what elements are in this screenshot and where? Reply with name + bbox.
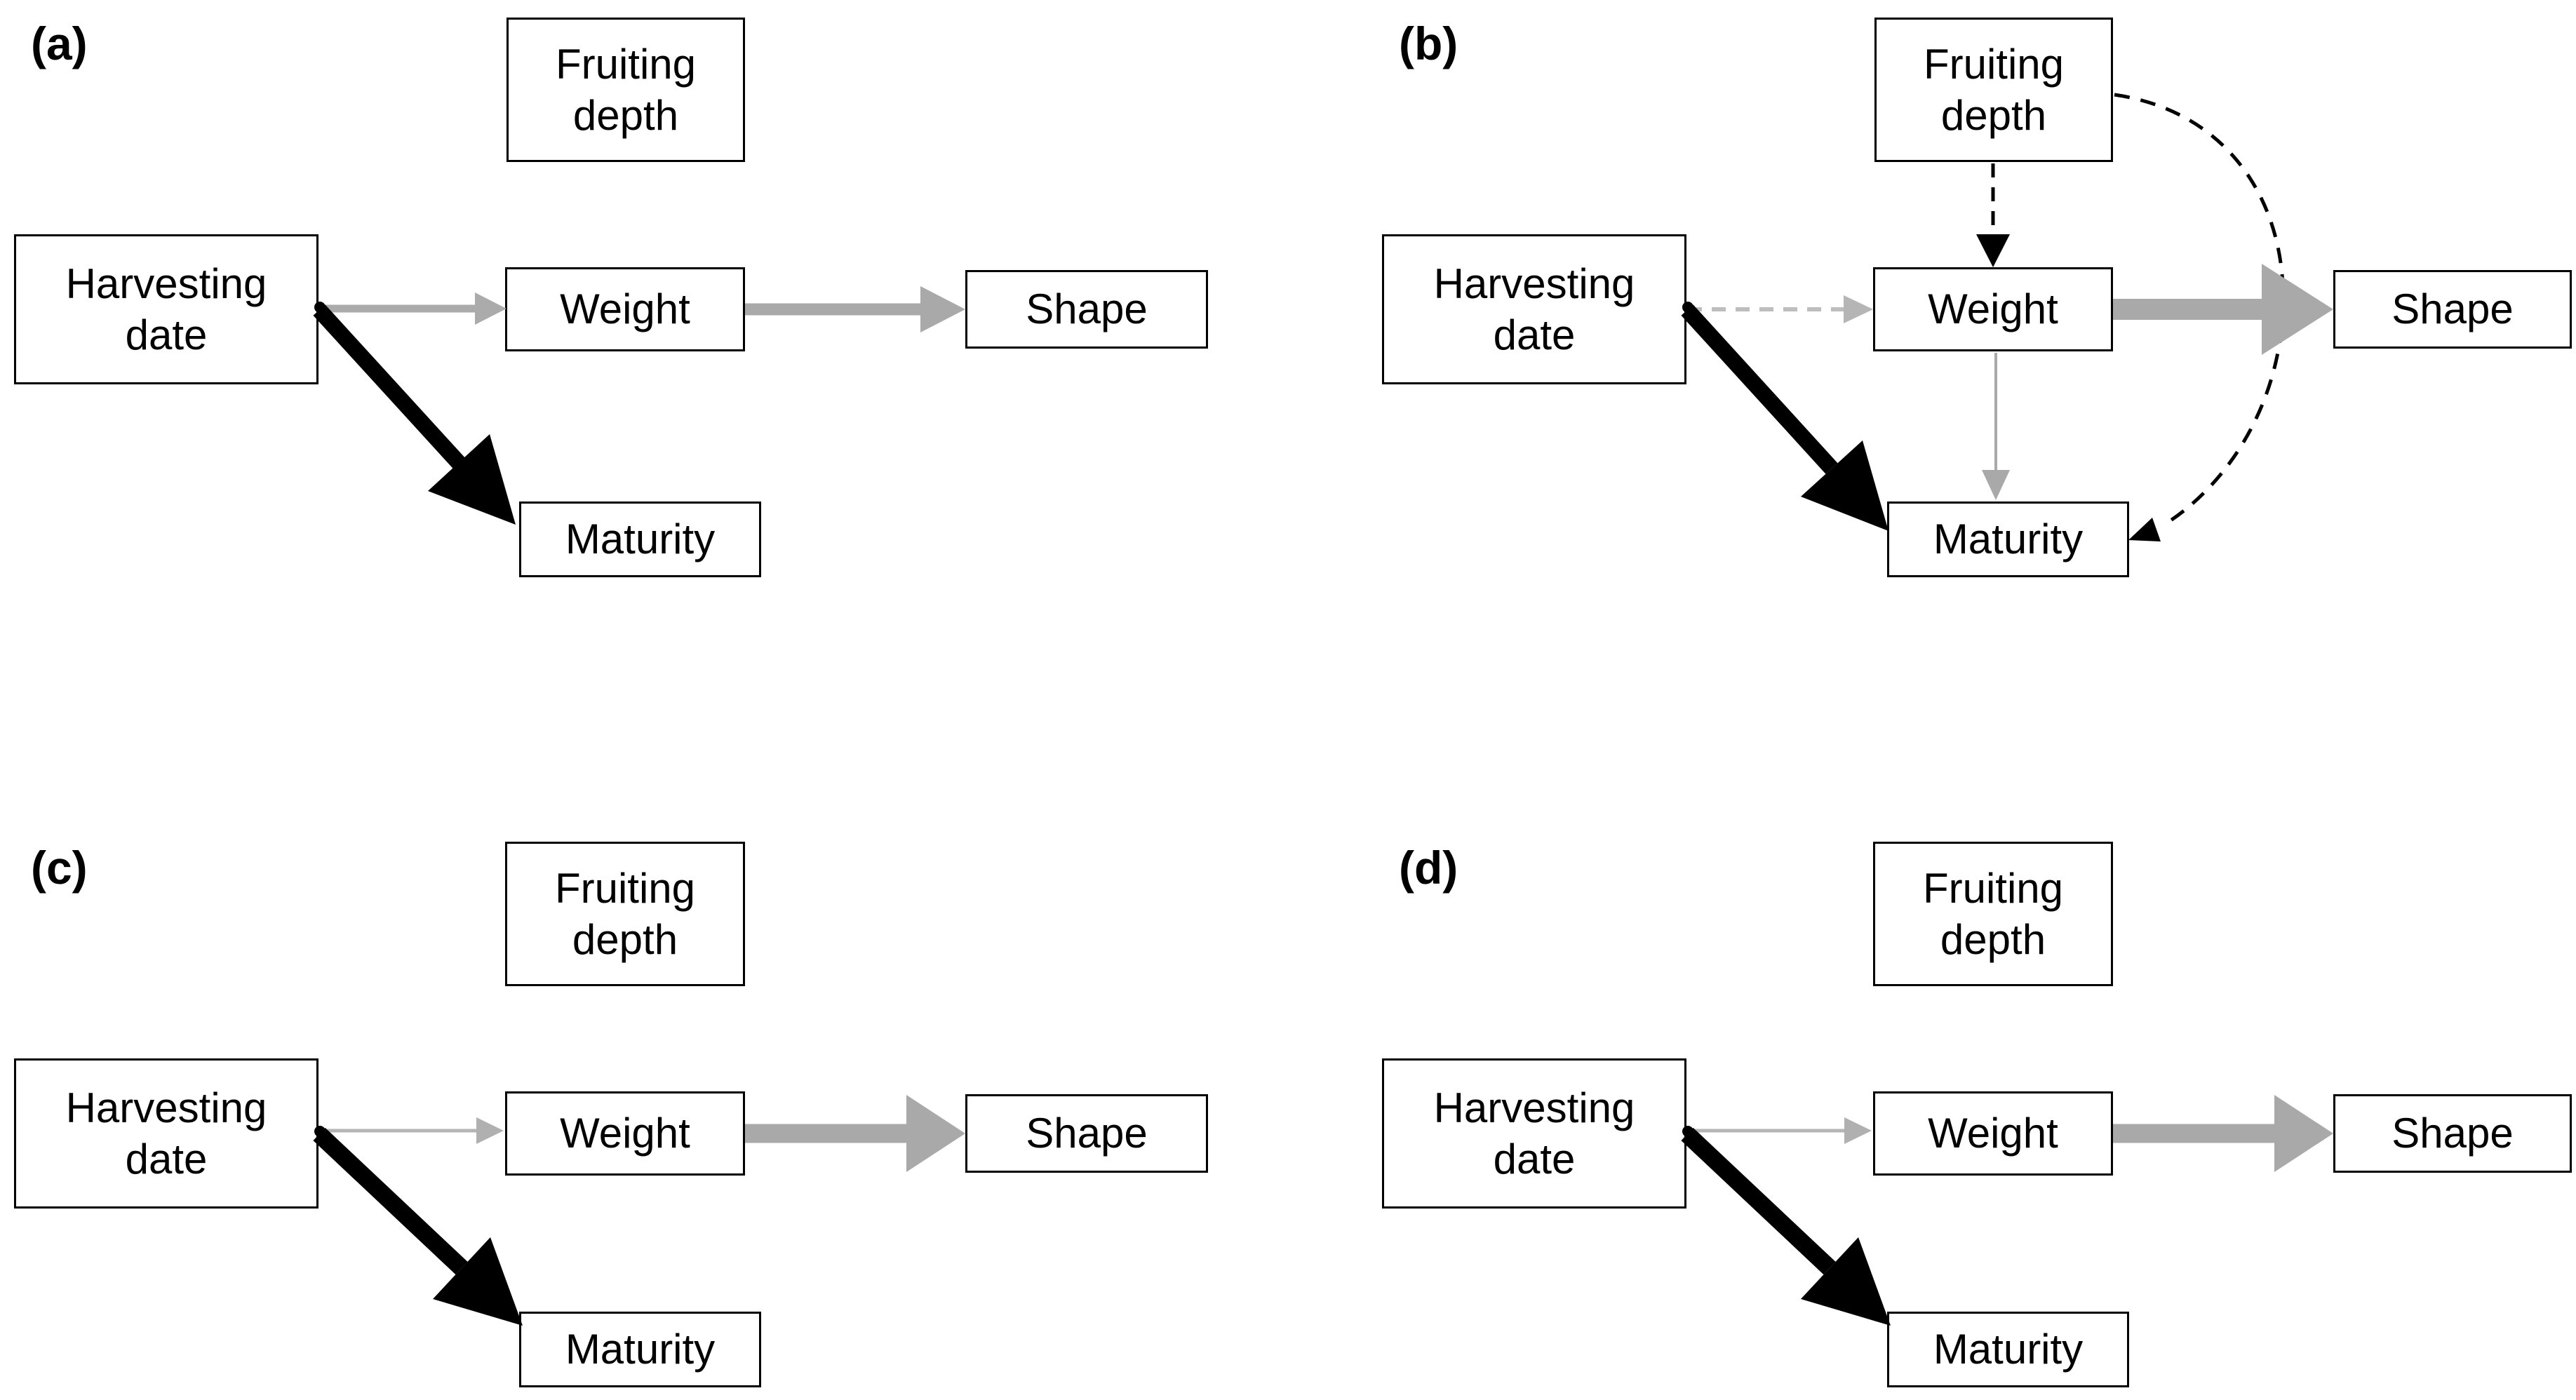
panel-c-node-harvesting-date: Harvesting date xyxy=(14,1058,318,1209)
panel-b-node-harvesting-date: Harvesting date xyxy=(1382,234,1686,384)
panel-b-node-shape: Shape xyxy=(2333,270,2572,349)
c-edge-harvesting-date-to-maturity xyxy=(313,1126,523,1326)
panel-b-label: (b) xyxy=(1399,18,1458,69)
c-edge-harvesting-date-to-weight xyxy=(321,1117,504,1144)
d-edge-harvesting-date-to-maturity xyxy=(1681,1126,1891,1326)
d-edge-harvesting-date-to-weight xyxy=(1689,1117,1872,1144)
panel-a-node-harvesting-date: Harvesting date xyxy=(14,234,318,384)
a-edge-harvesting-date-to-weight xyxy=(321,292,507,325)
panel-d-label: (d) xyxy=(1399,842,1458,894)
a-edge-weight-to-shape xyxy=(745,286,965,332)
b-edge-fruiting-depth-to-maturity-curved xyxy=(2114,93,2286,541)
panel-a-node-fruiting-depth: Fruiting depth xyxy=(507,18,745,162)
panel-b-node-weight: Weight xyxy=(1873,267,2113,351)
panel-a-node-shape: Shape xyxy=(965,270,1208,349)
a-edge-harvesting-date-to-maturity xyxy=(313,302,516,525)
b-edge-weight-to-shape xyxy=(2113,264,2333,355)
panel-c-node-maturity: Maturity xyxy=(519,1312,761,1387)
b-edge-harvesting-date-to-maturity xyxy=(1681,302,1889,531)
panel-b-node-maturity: Maturity xyxy=(1887,502,2129,577)
panel-c-node-fruiting-depth: Fruiting depth xyxy=(505,842,745,986)
panel-d-node-maturity: Maturity xyxy=(1887,1312,2129,1387)
c-edge-weight-to-shape xyxy=(745,1095,965,1172)
panel-d-node-shape: Shape xyxy=(2333,1094,2572,1173)
panel-a-label: (a) xyxy=(31,18,88,69)
panel-d-node-weight: Weight xyxy=(1873,1091,2113,1176)
panel-d-node-harvesting-date: Harvesting date xyxy=(1382,1058,1686,1209)
panel-d-node-fruiting-depth: Fruiting depth xyxy=(1873,842,2113,986)
panel-a-node-maturity: Maturity xyxy=(519,502,761,577)
panel-c-node-weight: Weight xyxy=(505,1091,745,1176)
panel-c-label: (c) xyxy=(31,842,88,894)
b-edge-fruiting-depth-to-weight xyxy=(1976,163,2010,267)
panel-b-node-fruiting-depth: Fruiting depth xyxy=(1874,18,2113,162)
d-edge-weight-to-shape xyxy=(2113,1095,2333,1172)
panel-a-node-weight: Weight xyxy=(505,267,745,351)
b-edge-harvesting-date-to-weight-dashed xyxy=(1688,295,1873,323)
panel-c-node-shape: Shape xyxy=(965,1094,1208,1173)
b-edge-weight-to-maturity xyxy=(1982,353,2010,500)
